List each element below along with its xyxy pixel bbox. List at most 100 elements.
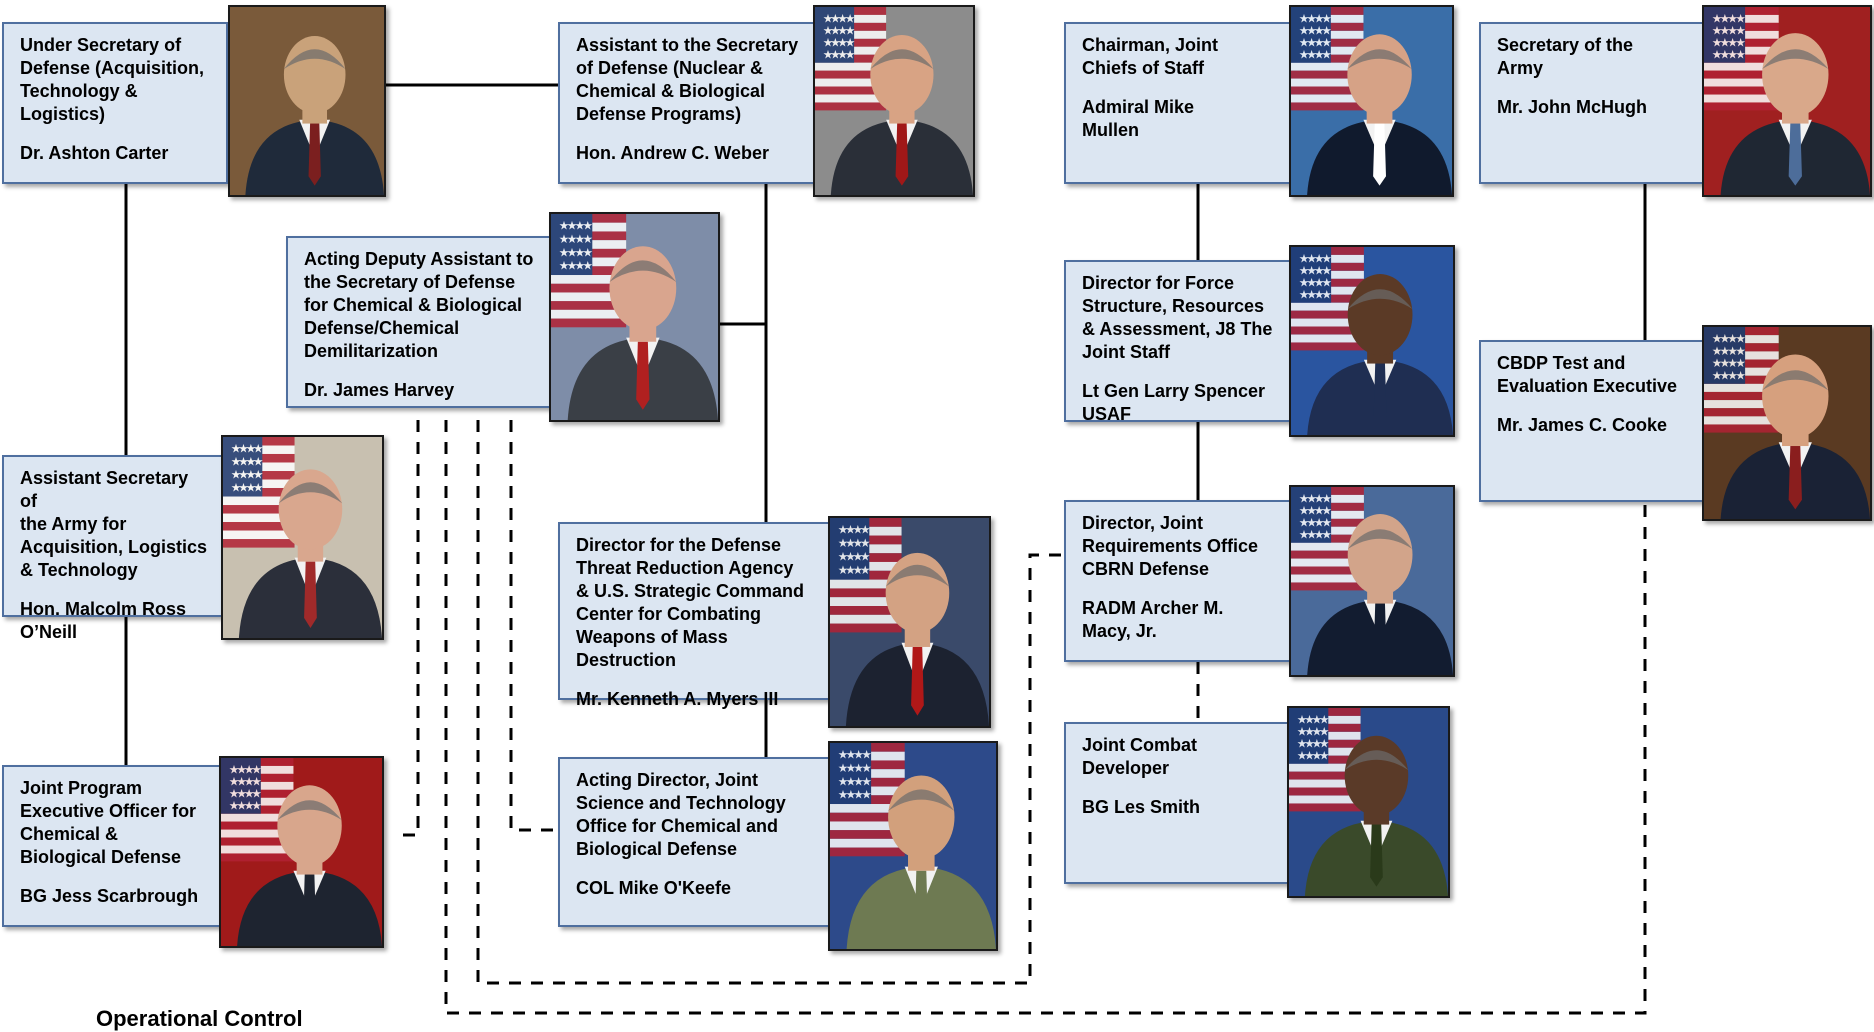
org-node-jpeo: Joint Program Executive Officer for Chem…: [2, 765, 221, 927]
svg-text:★: ★: [853, 748, 864, 762]
svg-text:★: ★: [1299, 36, 1309, 50]
org-node-title: Acting Director, Joint Science and Techn…: [576, 770, 786, 859]
svg-text:★: ★: [1321, 47, 1331, 61]
svg-text:★: ★: [567, 258, 578, 272]
svg-text:★: ★: [1312, 713, 1322, 727]
portrait-photo-icon: ★★★★★★★★★★★★★★★★: [1702, 325, 1872, 521]
svg-text:★: ★: [1735, 36, 1746, 50]
svg-text:★: ★: [853, 563, 863, 577]
svg-text:★: ★: [1314, 47, 1324, 61]
svg-text:★: ★: [846, 774, 857, 788]
org-node-j8: Director for Force Structure, Resources …: [1064, 260, 1291, 424]
svg-text:★: ★: [1312, 725, 1322, 739]
svg-text:★: ★: [1712, 12, 1723, 26]
svg-text:★: ★: [1306, 47, 1316, 61]
svg-text:★: ★: [236, 763, 246, 777]
portrait-photo-icon: ★★★★★★★★★★★★★★★★: [1289, 5, 1454, 197]
svg-text:★: ★: [244, 775, 254, 789]
svg-text:★: ★: [236, 787, 246, 801]
svg-text:★: ★: [229, 787, 239, 801]
svg-text:★: ★: [1314, 264, 1324, 278]
svg-text:★: ★: [1314, 276, 1324, 290]
svg-text:★: ★: [238, 468, 248, 482]
svg-text:★: ★: [853, 550, 863, 564]
svg-text:★: ★: [1720, 368, 1730, 382]
svg-text:★: ★: [244, 763, 254, 777]
svg-text:★: ★: [251, 775, 261, 789]
svg-text:★: ★: [1306, 527, 1316, 541]
svg-text:★: ★: [559, 232, 570, 246]
svg-text:★: ★: [1306, 12, 1316, 26]
svg-text:★: ★: [845, 550, 855, 564]
svg-text:★: ★: [559, 258, 570, 272]
svg-text:★: ★: [861, 761, 872, 775]
org-node-dasd-cbd: Acting Deputy Assistant to the Secretary…: [286, 236, 551, 408]
svg-text:★: ★: [575, 258, 586, 272]
svg-text:★: ★: [1319, 737, 1329, 751]
svg-text:★: ★: [567, 219, 578, 233]
svg-text:★: ★: [1306, 36, 1316, 50]
svg-text:★: ★: [838, 748, 849, 762]
org-node-title: Under Secretary of Defense (Acquisition,…: [20, 35, 205, 124]
svg-text:★: ★: [1712, 356, 1722, 370]
svg-text:★: ★: [244, 787, 254, 801]
org-node-jsto: Acting Director, Joint Science and Techn…: [558, 757, 830, 927]
svg-text:★: ★: [860, 563, 870, 577]
svg-text:★: ★: [837, 12, 847, 26]
svg-text:★: ★: [1720, 344, 1730, 358]
svg-text:★: ★: [1712, 332, 1722, 346]
svg-text:★: ★: [1314, 516, 1324, 530]
svg-text:★: ★: [1299, 12, 1309, 26]
svg-text:★: ★: [861, 774, 872, 788]
svg-text:★: ★: [1319, 725, 1329, 739]
org-node-title: Director for Force Structure, Resources …: [1082, 273, 1273, 362]
svg-text:★: ★: [1314, 527, 1324, 541]
portrait-photo-icon: ★★★★★★★★★★★★★★★★: [549, 212, 720, 422]
svg-text:★: ★: [1299, 527, 1309, 541]
svg-text:★: ★: [251, 787, 261, 801]
svg-text:★: ★: [845, 523, 855, 537]
svg-text:★: ★: [845, 24, 855, 38]
svg-text:★: ★: [1314, 287, 1324, 301]
svg-text:★: ★: [853, 523, 863, 537]
svg-text:★: ★: [1304, 748, 1314, 762]
org-node-title: Assistant to the Secretary of Defense (N…: [576, 35, 799, 124]
svg-text:★: ★: [845, 36, 855, 50]
svg-text:★: ★: [1314, 24, 1324, 38]
svg-text:★: ★: [1735, 344, 1745, 358]
svg-text:★: ★: [838, 563, 848, 577]
svg-text:★: ★: [1322, 527, 1332, 541]
org-node-person: COL Mike O'Keefe: [576, 878, 731, 898]
svg-text:★: ★: [244, 798, 254, 812]
svg-text:★: ★: [231, 468, 241, 482]
svg-text:★: ★: [1314, 12, 1324, 26]
svg-text:★: ★: [1321, 36, 1331, 50]
svg-text:★: ★: [860, 536, 870, 550]
svg-text:★: ★: [1299, 252, 1309, 266]
org-node-title: Chairman, Joint Chiefs of Staff: [1082, 35, 1219, 78]
portrait-photo-icon: ★★★★★★★★★★★★★★★★: [1702, 5, 1872, 197]
svg-text:★: ★: [860, 523, 870, 537]
svg-text:★: ★: [823, 24, 833, 38]
svg-text:★: ★: [1322, 492, 1332, 506]
dashed-operational-control-line: [476, 420, 1064, 985]
svg-text:★: ★: [251, 763, 261, 777]
svg-text:★: ★: [853, 787, 864, 801]
svg-text:★: ★: [582, 245, 593, 259]
svg-text:★: ★: [1727, 344, 1737, 358]
org-node-person: RADM Archer M. Macy, Jr.: [1082, 598, 1224, 641]
svg-text:★: ★: [1306, 287, 1316, 301]
svg-text:★: ★: [1727, 36, 1738, 50]
svg-text:★: ★: [838, 761, 849, 775]
svg-text:★: ★: [229, 763, 239, 777]
svg-text:★: ★: [1299, 287, 1309, 301]
svg-text:★: ★: [236, 775, 246, 789]
org-node-title: Secretary of the Army: [1497, 35, 1634, 78]
org-node-person: Admiral Mike Mullen: [1082, 97, 1195, 140]
svg-text:★: ★: [582, 258, 593, 272]
svg-text:★: ★: [1299, 492, 1309, 506]
org-node-jro: Director, Joint Requirements Office CBRN…: [1064, 500, 1291, 662]
svg-text:★: ★: [1319, 713, 1329, 727]
svg-text:★: ★: [253, 480, 263, 494]
